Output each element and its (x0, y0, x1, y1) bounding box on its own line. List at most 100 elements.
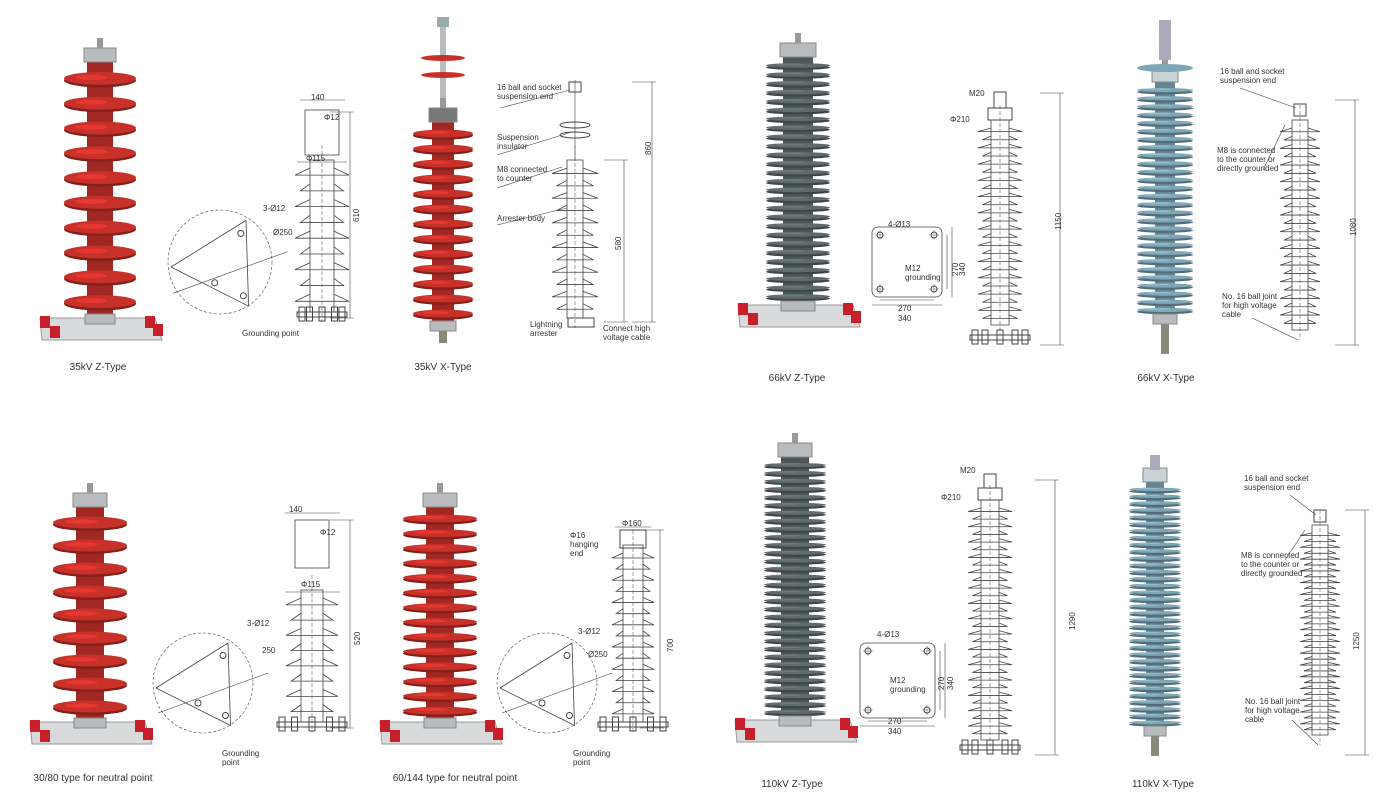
dim-line-580 (604, 159, 628, 323)
shed-outline (972, 622, 1008, 627)
shed-outline (977, 273, 1023, 279)
shed-outline (1303, 644, 1337, 648)
caption: 35kV X-Type (414, 362, 472, 373)
shed-outline (967, 706, 1013, 712)
shed-outline (1303, 620, 1337, 625)
shed-outline (294, 199, 350, 208)
column-drawing-35kv-x (551, 145, 599, 328)
shed-outline (1303, 726, 1337, 731)
shed-outline (977, 257, 1023, 263)
label-arrester-body: Arrester body (497, 214, 546, 223)
label-m8: M8 is connected to the counter or direct… (1241, 551, 1303, 578)
shed-outline (1303, 656, 1337, 660)
shed-outline (614, 675, 652, 681)
shed-outline (967, 538, 1013, 543)
shed-outline (1299, 532, 1341, 537)
shed-outline (972, 683, 1008, 689)
caption: 110kV X-Type (1131, 779, 1195, 790)
shed-outline (1279, 260, 1321, 266)
shed-outline (967, 614, 1013, 620)
dim-holes: 3-Ø12 (578, 627, 601, 636)
dim-line-1080 (1335, 99, 1359, 346)
shed-outline (294, 230, 350, 239)
shed-outline (977, 306, 1023, 311)
base-35kv-z (296, 306, 348, 322)
column-drawing-110kv-x (1299, 510, 1341, 745)
caption: 35kV Z-Type (69, 362, 127, 373)
dim-top: Φ160 (622, 519, 642, 528)
base-plate-drawing-110kv-z (859, 642, 946, 727)
shed-outline (1279, 227, 1321, 233)
shed-outline (982, 249, 1018, 254)
shed-outline (972, 545, 1008, 551)
shed-outline (982, 184, 1018, 189)
dim-inner-v: 270 (937, 676, 946, 690)
shed-outline (614, 652, 652, 659)
shed-outline (967, 599, 1013, 604)
shed-outline (967, 630, 1013, 635)
grounding-point-label: Grounding point (573, 749, 611, 767)
shed-outline (967, 568, 1013, 574)
shed-outline (294, 262, 350, 271)
shed-outline (1299, 673, 1341, 678)
dim-line-700 (640, 529, 664, 729)
shed-outline (299, 246, 345, 255)
shed-outline (289, 612, 335, 621)
label-m8: M8 is connected to the counter or direct… (1217, 146, 1279, 173)
dimensions-110kv-z (977, 473, 1003, 501)
shed-outline (977, 290, 1023, 295)
dim-circle: Ø250 (588, 650, 608, 659)
dimensions-35kv-z (297, 99, 347, 163)
shed-outline (1303, 632, 1337, 637)
shed-outline (299, 215, 345, 223)
stem-110kv-x (1150, 455, 1160, 470)
column-drawing-66kv-x (1279, 105, 1321, 340)
shed-outline (972, 607, 1008, 612)
dim-total-height: 860 (644, 141, 653, 155)
column-drawing-30-80 (285, 575, 339, 732)
label-cable-joint: No. 16 ball joint for high voltage cable (1222, 292, 1278, 319)
dimensions-60-144 (615, 526, 651, 549)
dim-holes: 3-Ø12 (263, 204, 286, 213)
shed-outline (614, 697, 652, 704)
shed-outline (1303, 667, 1337, 672)
column-drawing-110kv-z (967, 485, 1013, 750)
shed-outline (972, 530, 1008, 535)
dim-m20: M20 (969, 89, 985, 98)
dim-width: 140 (311, 93, 325, 102)
shed-outline (1279, 294, 1321, 299)
shed-outline (551, 216, 599, 224)
shed-outline (611, 708, 655, 715)
shed-outline (556, 303, 594, 310)
shed-outline (1299, 685, 1341, 689)
dim-line-1250 (1345, 509, 1369, 756)
shed-outline (972, 729, 1008, 735)
label-m12-grounding: M12 grounding (905, 264, 941, 282)
dim-height: 1250 (1352, 632, 1361, 650)
label-suspension-end: 16 ball and socket suspension end (497, 83, 562, 101)
dimensions-66kv-z (987, 91, 1013, 121)
shed-outline (1279, 177, 1321, 183)
shed-outline (285, 628, 339, 636)
shed-outline (1283, 219, 1317, 224)
shed-outline (972, 637, 1008, 643)
label-suspension-end: 16 ball and socket suspension end (1220, 67, 1285, 85)
shed-outline (982, 200, 1018, 206)
shed-outline (1279, 127, 1321, 133)
shed-outline (967, 584, 1013, 589)
shed-outline (977, 241, 1023, 246)
shed-outline (611, 552, 655, 559)
shed-outline (1279, 144, 1321, 149)
shed-outline (1299, 650, 1341, 654)
grounding-point-label: Grounding point (242, 329, 299, 338)
shed-outline (289, 673, 335, 682)
shed-outline (982, 233, 1018, 238)
column-drawing-35kv-z (294, 145, 350, 322)
shed-outline (1279, 160, 1321, 166)
shed-outline (556, 253, 594, 261)
base-plate-drawing-35kv-z (167, 209, 288, 315)
label-cable-joint: No. 16 ball joint for high voltage cable (1245, 697, 1301, 724)
shed-outline (1283, 302, 1317, 308)
dim-body-height: 580 (614, 236, 623, 250)
